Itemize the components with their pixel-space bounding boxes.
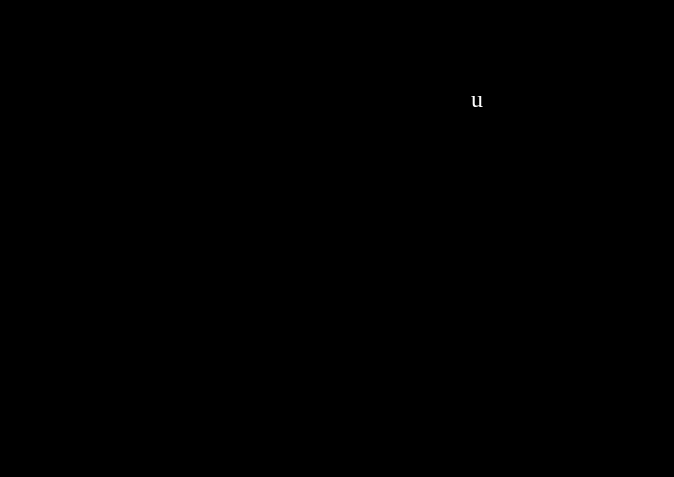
moving-beam-down — [313, 25, 411, 307]
label-b-prime: B' — [423, 252, 443, 278]
beam-from-c — [209, 25, 218, 297]
fringe-wave-f-prime — [406, 359, 414, 463]
moving-beam-up — [214, 25, 315, 293]
label-source: Source — [12, 246, 79, 272]
fringe-wave-d — [202, 359, 210, 463]
source-point — [48, 282, 60, 294]
label-d-prime: D' — [346, 445, 368, 471]
mirror-c-prime — [270, 4, 364, 27]
label-e: E — [530, 288, 545, 314]
beam-splitter-b — [163, 239, 269, 344]
label-velocity: u — [296, 135, 308, 161]
mirror-e-prime — [622, 260, 643, 345]
moving-beam-up-arrow — [267, 102, 280, 131]
label-length-horizontal: L — [337, 212, 352, 238]
label-shift: Δx — [445, 398, 472, 424]
label-b: B — [242, 252, 258, 278]
earth-velocity-note: Terre: u = 30 km/s — [408, 87, 585, 113]
label-wavelength: λ — [142, 258, 154, 284]
splitter-reflection — [199, 284, 232, 303]
label-length-vertical: L — [146, 124, 161, 150]
moving-beam-down-arrow — [337, 100, 350, 131]
label-c-prime: C' — [307, 4, 327, 30]
label-f: F — [245, 445, 258, 471]
fringe-wave-d-prime — [383, 359, 391, 463]
label-f-prime: F' — [419, 445, 437, 471]
label-e-prime: E' — [622, 288, 641, 314]
mirror-c — [164, 4, 254, 27]
beam-splitter-b-prime — [348, 238, 451, 341]
fringe-wave-f — [227, 359, 235, 463]
label-d: D — [165, 445, 182, 471]
label-c: C — [200, 4, 216, 30]
earth-note-suffix: = 30 km/s — [483, 87, 585, 113]
source-wave — [59, 279, 205, 297]
earth-note-symbol: u — [471, 87, 483, 113]
earth-note-prefix: Terre: — [408, 87, 471, 113]
